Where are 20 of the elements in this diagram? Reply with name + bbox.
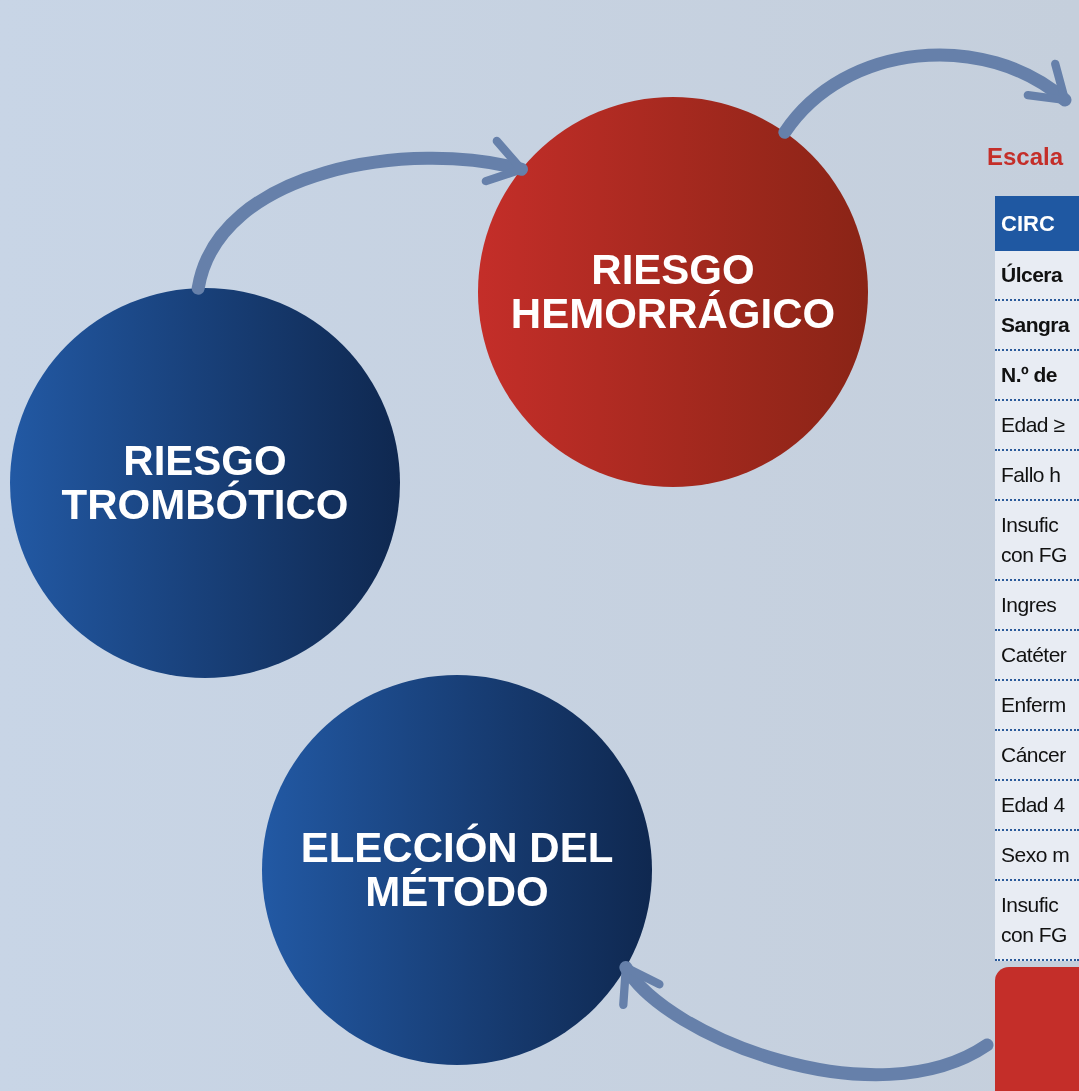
table-cell: Insufic con FG [995,881,1079,961]
table-cell: Edad ≥ [995,401,1079,451]
table-cell: Ingres [995,581,1079,631]
table-cell: N.º de [995,351,1079,401]
table-cell: Enferm [995,681,1079,731]
table-cell: Fallo h [995,451,1079,501]
table-cell: Úlcera [995,251,1079,301]
table-cell: Sexo m [995,831,1079,881]
curved-arrow [619,961,994,1081]
table-cell: Catéter [995,631,1079,681]
circle-label: RIESGO HEMORRÁGICO [509,248,837,336]
table-cell: Sangra [995,301,1079,351]
table-title: Escala [987,142,1065,172]
curved-arrow [778,48,1072,139]
curved-arrow [191,138,528,295]
table-cell: Edad 4 [995,781,1079,831]
table-cell: Insufic con FG [995,501,1079,581]
table-header-cell: CIRC [995,196,1079,251]
circle-label: RIESGO TROMBÓTICO [60,439,350,527]
table-cell: Cáncer [995,731,1079,781]
